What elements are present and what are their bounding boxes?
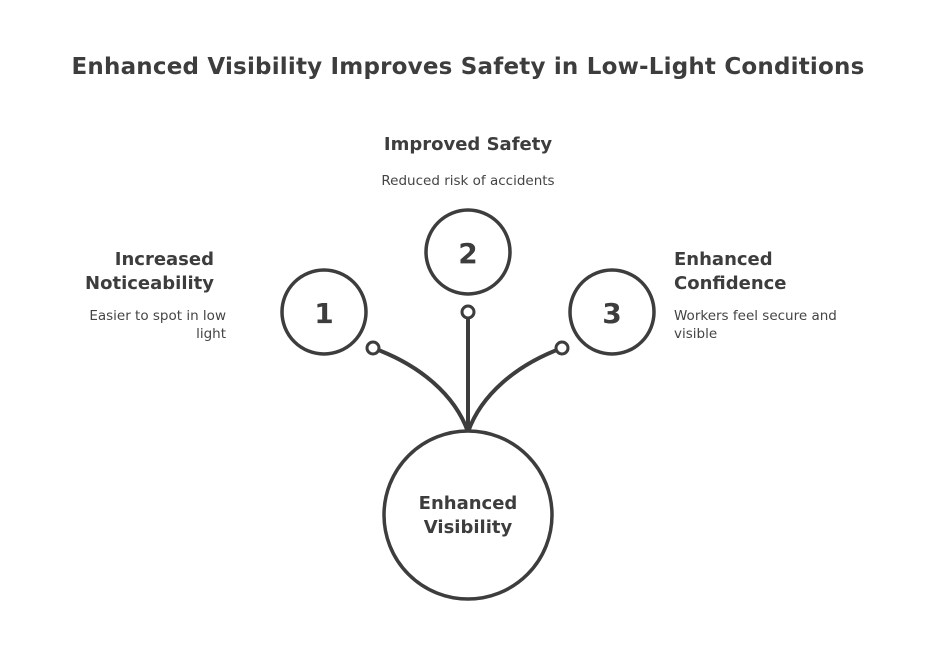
connector-1: [371, 346, 470, 434]
number-circle-1: [280, 268, 368, 356]
item-3-heading-line2: Confidence: [674, 273, 787, 294]
item-1-heading-line1: Increased: [114, 249, 214, 270]
number-circle-3: [568, 268, 656, 356]
center-label-line1: Enhanced: [418, 493, 518, 514]
item-2-description: Reduced risk of accidents: [381, 173, 555, 189]
item-1-description: Easier to spot in low light: [40, 307, 226, 343]
item-3-description: Workers feel secure and visible: [674, 307, 884, 343]
connector-end-1: [365, 340, 381, 356]
item-3-desc-line1: Workers feel secure and: [674, 308, 837, 324]
item-3-heading-line1: Enhanced: [674, 249, 773, 270]
center-circle: [382, 429, 554, 601]
connector-end-3: [554, 340, 570, 356]
connector-3: [466, 346, 564, 434]
connector-end-2: [460, 304, 476, 320]
item-2-heading: Improved Safety: [383, 134, 553, 155]
diagram-title: Enhanced Visibility Improves Safety in L…: [71, 54, 865, 80]
item-1-desc-line1: Easier to spot in low: [89, 308, 226, 324]
number-1: 1: [314, 297, 334, 330]
item-1-heading-line2: Noticeability: [85, 273, 214, 294]
number-circle-2: [424, 208, 512, 296]
item-1-heading: Increased Noticeability: [40, 248, 214, 296]
item-1-desc-line2: light: [196, 326, 226, 342]
item-3-desc-line2: visible: [674, 326, 718, 342]
item-3-heading: Enhanced Confidence: [674, 248, 874, 296]
number-2: 2: [458, 237, 478, 270]
center-label-line2: Visibility: [423, 517, 513, 538]
number-3: 3: [602, 297, 622, 330]
center-label: Enhanced Visibility: [368, 492, 568, 540]
